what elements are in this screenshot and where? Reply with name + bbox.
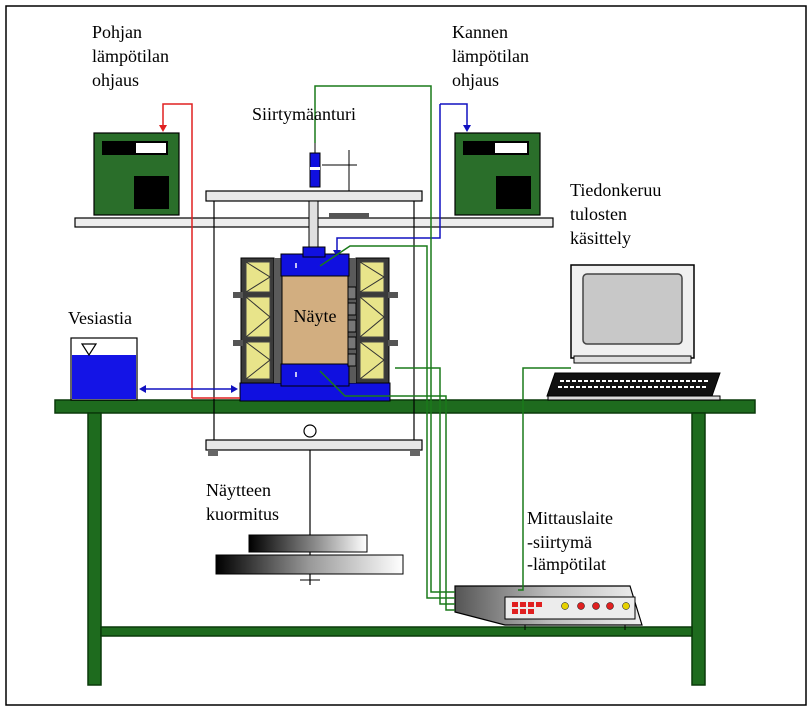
label-data-collection-line3: käsittely — [570, 228, 631, 248]
lab-table — [54, 399, 756, 686]
label-top-temp-line1: Kannen — [452, 22, 508, 42]
wires-green-signal — [314, 85, 571, 611]
label-sample: Näyte — [294, 306, 337, 326]
top-temperature-controller — [454, 132, 541, 216]
label-top-temp-line2: lämpötilan — [452, 46, 529, 66]
label-data-collection: Tiedonkeruu tulosten käsittely — [570, 180, 661, 248]
water-tank — [70, 337, 138, 401]
wire-blue-water — [139, 385, 238, 393]
label-sample-loading-line2: kuormitus — [206, 504, 279, 524]
bottom-temperature-controller — [93, 132, 180, 216]
label-bottom-temp-line1: Pohjan — [92, 22, 142, 42]
label-bottom-temp-line2: lämpötilan — [92, 46, 169, 66]
label-top-temp-line3: ohjaus — [452, 70, 499, 90]
label-measuring-device-line1: Mittauslaite — [527, 508, 613, 528]
label-sample-loading: Näytteen kuormitus — [206, 480, 279, 524]
wire-red-bottom-control — [159, 103, 240, 399]
loading-frame — [205, 190, 423, 585]
computer — [546, 264, 721, 401]
label-top-temp-control: Kannen lämpötilan ohjaus — [452, 22, 529, 90]
label-sample-loading-line1: Näytteen — [206, 480, 271, 500]
label-displacement-sensor: Siirtymäanturi — [252, 104, 356, 124]
loading-weights — [215, 534, 404, 581]
label-bottom-temp-line3: ohjaus — [92, 70, 139, 90]
wire-blue-top-control — [333, 103, 471, 257]
label-measuring-device-line2: -siirtymä — [527, 532, 592, 552]
label-water-tank: Vesiastia — [68, 308, 132, 328]
measuring-device — [454, 585, 643, 630]
label-measuring-device: Mittauslaite -siirtymä -lämpötilat — [527, 508, 613, 574]
label-bottom-temp-control: Pohjan lämpötilan ohjaus — [92, 22, 169, 90]
label-measuring-device-line3: -lämpötilat — [527, 554, 606, 574]
displacement-sensor — [309, 143, 369, 218]
label-data-collection-line1: Tiedonkeruu — [570, 180, 661, 200]
sample-cell — [233, 246, 398, 402]
outer-frame — [5, 5, 807, 706]
label-data-collection-line2: tulosten — [570, 204, 627, 224]
